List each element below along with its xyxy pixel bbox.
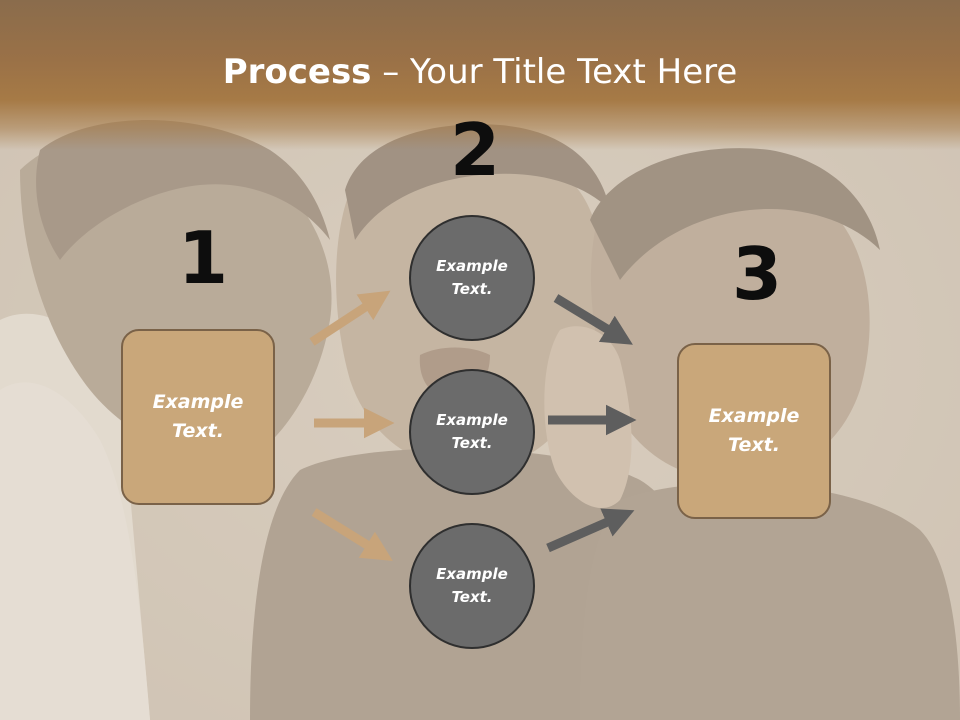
- step-number-1: 1: [178, 216, 229, 300]
- box-step-3-text: Example Text.: [708, 405, 800, 456]
- box-step-1-text: Example Text.: [152, 391, 244, 442]
- box-step-1: Example Text.: [121, 329, 275, 505]
- box-step-3: Example Text.: [677, 343, 831, 519]
- circle-step-2-middle: Example Text.: [409, 369, 535, 495]
- step-number-3: 3: [732, 232, 783, 316]
- title-bold: Process: [222, 52, 372, 92]
- circle-bottom-text: Example Text.: [436, 565, 508, 606]
- title-rest: – Your Title Text Here: [371, 52, 738, 92]
- header-band: [0, 0, 960, 150]
- slide-title: Process – Your Title Text Here: [0, 52, 960, 92]
- circle-step-2-top: Example Text.: [409, 215, 535, 341]
- circle-middle-text: Example Text.: [436, 411, 508, 452]
- circle-top-text: Example Text.: [436, 257, 508, 298]
- step-number-2: 2: [450, 108, 501, 192]
- circle-step-2-bottom: Example Text.: [409, 523, 535, 649]
